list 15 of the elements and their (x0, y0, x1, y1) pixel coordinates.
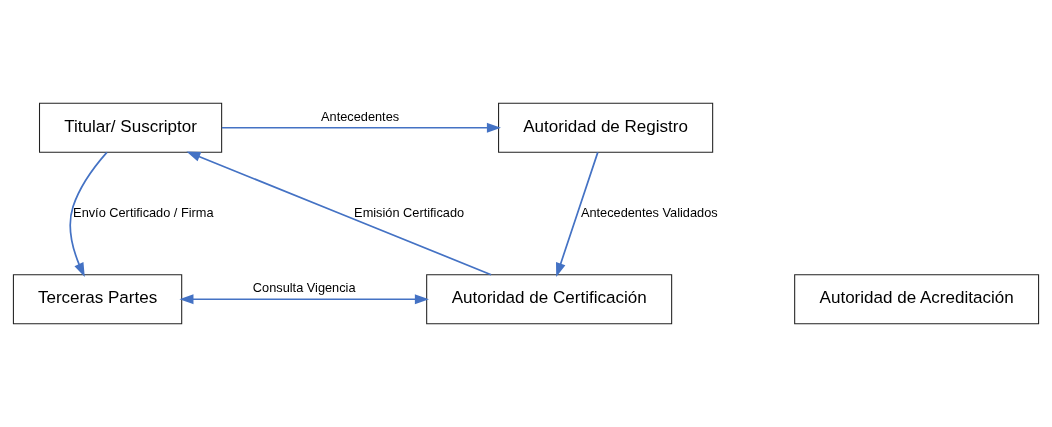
arrow (179, 294, 429, 305)
node-box: Autoridad de Acreditación (794, 274, 1040, 325)
node-box: Terceras Partes (12, 274, 183, 325)
edge-label: Antecedentes Validados (580, 204, 718, 220)
edge-label: Antecedentes (321, 108, 400, 124)
edge-label: Emisión Certificado (354, 204, 465, 220)
edge-label: Consulta Vigencia (252, 280, 356, 296)
node-box: Autoridad de Registro (498, 102, 714, 153)
edge-label: Envío Certificado / Firma (73, 204, 214, 220)
arrow (221, 122, 501, 133)
node-box: Autoridad de Certificación (426, 274, 673, 325)
node-box: Titular/ Suscriptor (38, 102, 223, 153)
arrow (556, 151, 599, 277)
arrow (69, 151, 108, 277)
arrow (186, 151, 492, 276)
